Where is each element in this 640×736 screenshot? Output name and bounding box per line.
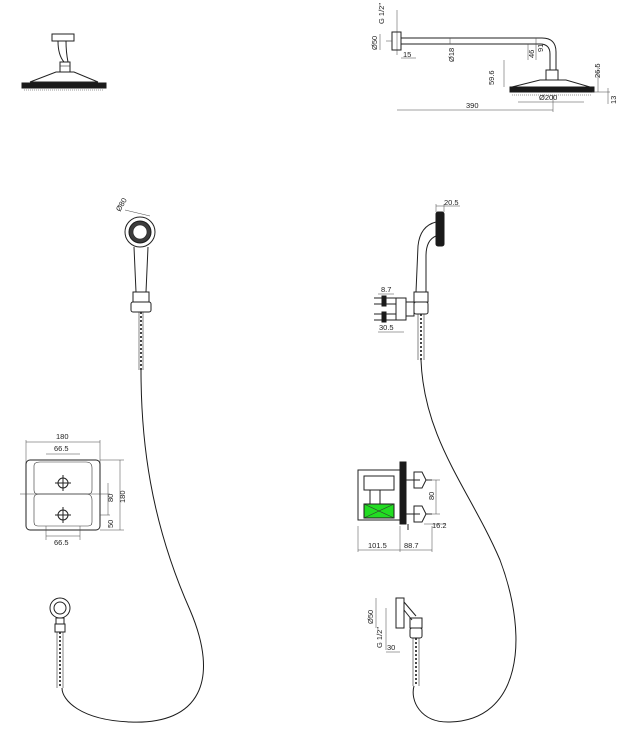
valve-handle-top-icon	[55, 475, 71, 491]
shower-head-front-view	[21, 33, 107, 91]
dim-plate-lower: 50	[106, 520, 115, 528]
dim-head-dia: Ø200	[539, 93, 557, 102]
wall-elbow-side-view: Ø50 G 1/2" 30	[366, 597, 423, 686]
dim-drop-a: 46	[527, 50, 536, 58]
dim-head-height: 59.6	[487, 70, 496, 85]
dim-plate-spacing-top: 66.5	[54, 444, 69, 453]
hose-side	[412, 359, 517, 723]
valve-side-view: 80 16.2 101.5 88.7	[357, 461, 447, 552]
dim-plate-inner-h: 80	[106, 494, 115, 502]
wall-outlet-front-view	[49, 597, 71, 688]
dim-valve-centres: 80	[427, 492, 436, 500]
valve-plate-front-view: 180 66.5 80 180 50 66.5	[20, 432, 127, 547]
hose-front	[61, 369, 204, 723]
dim-bracket-h: 8.7	[381, 285, 391, 294]
dim-head-rim: 13	[609, 96, 618, 104]
dim-drop-b: 91	[536, 44, 545, 52]
wall-bracket-side-view: 8.7 30.5	[374, 285, 415, 333]
dim-head-thick: 26.5	[593, 63, 602, 78]
dim-valve-outlet: 16.2	[432, 521, 447, 530]
dim-head-flange: Ø50	[370, 36, 379, 50]
dim-plate-width: 180	[56, 432, 69, 441]
dim-bracket-d: 30.5	[379, 323, 394, 332]
dim-arm-dia: Ø18	[447, 48, 456, 62]
dim-handset-depth: 20.5	[444, 198, 459, 207]
dim-valve-body-depth: 101.5	[368, 541, 387, 550]
dim-head-thread: G 1/2"	[377, 3, 386, 24]
handset-front-view: Ø80	[114, 196, 156, 370]
dim-elbow-thread: G 1/2"	[375, 627, 384, 648]
handset-side-view: 20.5	[413, 198, 460, 360]
dim-plate-spacing-bottom: 66.5	[54, 538, 69, 547]
dim-valve-handle-depth: 88.7	[404, 541, 419, 550]
dim-elbow-flange: Ø50	[366, 610, 375, 624]
shower-arm-side-view: G 1/2" Ø50 15 Ø18 46 91 59.6 26.5 Ø200 1…	[370, 3, 618, 112]
valve-handle-bottom-icon	[55, 507, 71, 523]
dim-plate-height: 180	[118, 490, 127, 503]
dim-arm-length: 390	[466, 101, 479, 110]
dim-elbow-depth: 30	[387, 643, 395, 652]
dim-head-offset: 15	[403, 50, 411, 59]
